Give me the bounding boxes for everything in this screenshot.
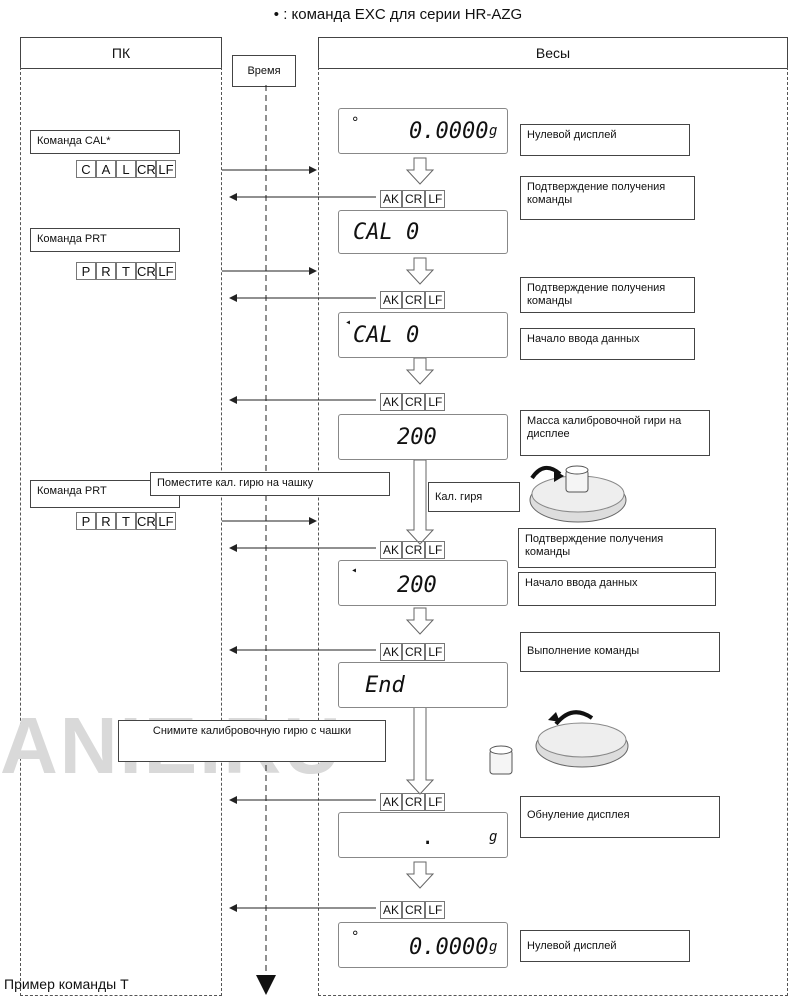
zeroing-display: . g: [338, 812, 508, 858]
label-start-input-2: Начало ввода данных: [518, 572, 716, 606]
scale-lane: [318, 67, 788, 996]
time-header: Время: [232, 55, 296, 87]
cmd-cell: LF: [156, 262, 176, 280]
label-start-input-1: Начало ввода данных: [520, 328, 695, 360]
display-200-1: 200: [338, 414, 508, 460]
cmd-cell: LF: [156, 160, 176, 178]
cal-weight-removed-illustration: [489, 710, 629, 775]
label-zero-display-1: Нулевой дисплей: [520, 124, 690, 156]
cmd-cell: L: [116, 160, 136, 178]
place-weight-note: Поместите кал. гирю на чашку: [150, 472, 390, 496]
time-arrowhead: [256, 975, 276, 995]
cal-command-label: Команда CAL*: [30, 130, 180, 154]
footer-caption: Пример команды T: [4, 976, 129, 992]
pc-lane: [20, 67, 222, 996]
display-value: 0.0000: [409, 119, 489, 144]
prt-command-cells-2: P R T CR LF: [76, 512, 176, 530]
cmd-cell: T: [116, 262, 136, 280]
cmd-cell: T: [116, 512, 136, 530]
display-unit: g: [489, 123, 498, 139]
cal0-display-2: ◂ CAL 0: [338, 312, 508, 358]
end-display: End: [338, 662, 508, 708]
cmd-cell: C: [76, 160, 96, 178]
label-mass-cal: Масса калибровочной гири на дисплее: [520, 410, 710, 456]
label-confirm-1: Подтверждение получения команды: [520, 176, 695, 220]
cmd-cell: P: [76, 262, 96, 280]
cmd-cell: A: [96, 160, 116, 178]
cal-command-cells: C A L CR LF: [76, 160, 176, 178]
cal0-display-1: CAL 0: [338, 210, 508, 254]
series-note: • : команда EXC для серии HR-AZG: [273, 6, 523, 23]
label-execution: Выполнение команды: [520, 632, 720, 672]
pc-header: ПК: [20, 37, 222, 69]
cmd-cell: CR: [136, 512, 156, 530]
remove-weight-note: Снимите калибровочную гирю с чашки: [118, 720, 386, 762]
label-zeroing: Обнуление дисплея: [520, 796, 720, 838]
scale-header: Весы: [318, 37, 788, 69]
cmd-cell: CR: [136, 160, 156, 178]
cmd-cell: CR: [136, 262, 156, 280]
cmd-cell: P: [76, 512, 96, 530]
zero-display-1: ° 0.0000 g: [338, 108, 508, 154]
prt-command-cells-1: P R T CR LF: [76, 262, 176, 280]
cmd-cell: LF: [156, 512, 176, 530]
zero-display-2: ° 0.0000 g: [338, 922, 508, 968]
cmd-cell: R: [96, 512, 116, 530]
label-confirm-3: Подтверждение получения команды: [518, 528, 716, 568]
display-200-2: ◂ 200: [338, 560, 508, 606]
cal-weight-label: Кал. гиря: [428, 482, 520, 512]
prt-command-label-1: Команда PRT: [30, 228, 180, 252]
label-confirm-2: Подтверждение получения команды: [520, 277, 695, 313]
cal-weight-on-pan-illustration: [529, 465, 627, 523]
cmd-cell: R: [96, 262, 116, 280]
label-zero-display-2: Нулевой дисплей: [520, 930, 690, 962]
